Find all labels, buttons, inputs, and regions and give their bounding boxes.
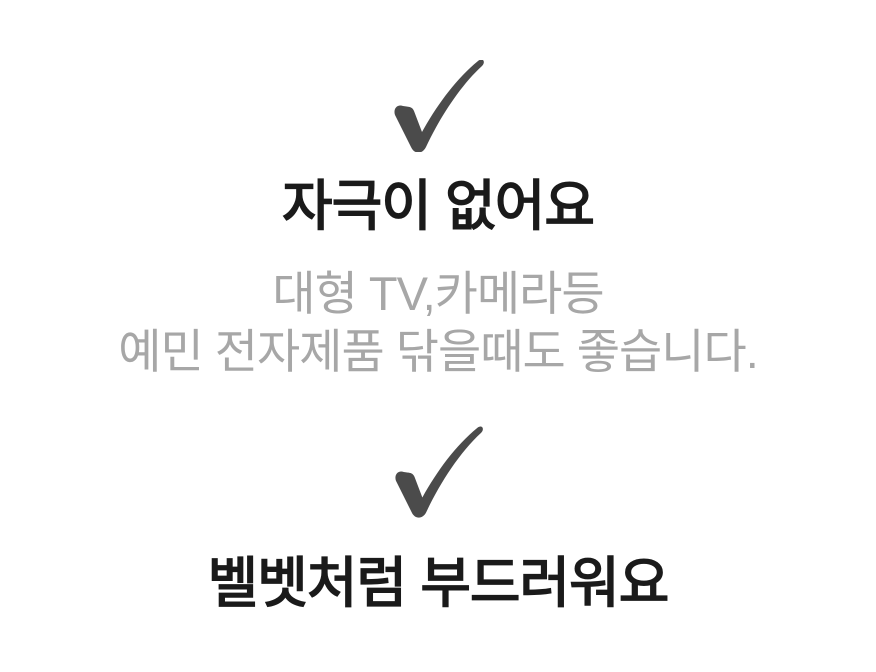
checkmark-shape: [394, 60, 484, 152]
feature-title-no-irritation: 자극이 없어요: [282, 175, 595, 237]
checkmark-shape: [394, 426, 483, 518]
feature-description-electronics: 대형 TV,카메라등 예민 전자제품 닦을때도 좋습니다.: [118, 265, 759, 381]
feature-description-line-1: 대형 TV,카메라등: [272, 267, 604, 320]
checkmark-icon: [394, 426, 483, 518]
feature-description-line-2: 예민 전자제품 닦을때도 좋습니다.: [118, 325, 759, 378]
checkmark-icon: [394, 60, 484, 152]
feature-title-velvet-soft: 벨벳처럼 부드러워요: [207, 552, 670, 614]
